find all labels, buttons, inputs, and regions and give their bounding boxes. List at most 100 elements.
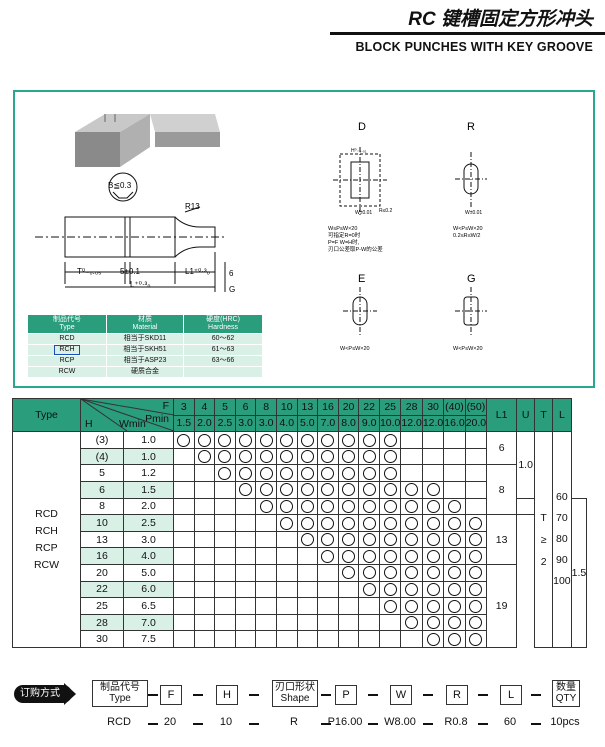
order-example-separator <box>320 723 331 725</box>
availability-cell <box>400 547 423 565</box>
availability-cell <box>400 563 423 582</box>
h-value: 25 <box>80 597 124 615</box>
available-mark <box>469 516 483 530</box>
available-mark <box>426 533 440 547</box>
l-text: 100 <box>553 575 571 588</box>
availability-cell <box>337 514 360 532</box>
available-mark <box>259 466 273 480</box>
availability-cell <box>275 431 298 449</box>
material-table: 制品代号 Type 材质 Material 硬度(HRC) Hardness R… <box>27 314 263 378</box>
availability-cell <box>358 563 380 582</box>
availability-cell <box>275 447 298 466</box>
available-mark <box>321 549 335 563</box>
mat-cell: 63～66 <box>183 355 263 367</box>
available-mark <box>321 533 335 547</box>
available-mark <box>426 616 440 630</box>
f-value: 25 <box>378 398 402 416</box>
l-text: 60 <box>556 491 568 504</box>
mat-cell <box>183 366 263 378</box>
rch-highlight: RCH <box>54 345 80 355</box>
availability-cell <box>337 447 360 466</box>
pmin-value: 16.0 <box>443 414 466 433</box>
availability-cell <box>337 530 360 549</box>
available-mark <box>362 433 376 447</box>
availability-cell <box>275 530 298 549</box>
l-text: 70 <box>556 512 568 525</box>
e-note: W<P≤W×20 <box>340 346 370 352</box>
availability-cell <box>337 547 360 565</box>
available-mark <box>447 616 461 630</box>
availability-cell <box>275 514 298 532</box>
available-mark <box>426 566 440 580</box>
availability-cell <box>358 597 380 615</box>
available-mark <box>300 466 314 480</box>
availability-cell <box>378 580 402 599</box>
availability-cell <box>378 447 402 466</box>
availability-cell <box>443 514 466 532</box>
availability-cell <box>464 530 488 549</box>
order-example: W8.00 <box>384 716 416 728</box>
availability-cell <box>443 580 466 599</box>
availability-cell <box>400 630 423 648</box>
availability-cell <box>421 447 445 466</box>
available-mark <box>280 450 294 464</box>
availability-cell <box>421 514 445 532</box>
available-mark <box>342 450 356 464</box>
available-mark <box>362 450 376 464</box>
available-mark <box>300 533 314 547</box>
availability-cell <box>296 630 319 648</box>
availability-cell <box>421 597 445 615</box>
availability-cell <box>358 431 380 449</box>
h-value: (3) <box>80 431 124 449</box>
pmin-value: 5.0 <box>296 414 319 433</box>
order-example-separator <box>367 723 378 725</box>
availability-cell <box>255 563 277 582</box>
available-mark <box>362 549 376 563</box>
w-value: 7.0 <box>123 613 174 632</box>
availability-cell <box>275 597 298 615</box>
header-t-label: T <box>534 397 554 433</box>
f-value: 28 <box>400 398 423 416</box>
availability-cell <box>214 431 236 449</box>
h-value: 16 <box>80 547 124 565</box>
availability-cell <box>173 431 195 449</box>
availability-cell <box>358 547 380 565</box>
f-value: 4 <box>193 398 216 416</box>
five-dim-label: 5±0.1 <box>120 267 141 276</box>
availability-cell <box>317 464 339 482</box>
r-shape-label: R <box>467 121 475 133</box>
mat-header-material: 材质 Material <box>106 314 184 334</box>
order-separator <box>320 694 331 696</box>
availability-cell <box>317 547 339 565</box>
title-cn: RC 键槽固定方形冲头 <box>408 9 593 30</box>
availability-cell <box>317 613 339 632</box>
available-mark <box>342 516 356 530</box>
title-en: BLOCK PUNCHES WITH KEY GROOVE <box>355 40 593 54</box>
availability-cell <box>421 530 445 549</box>
availability-cell <box>400 480 423 499</box>
pmin-label: Pmin <box>145 413 169 425</box>
available-mark <box>405 616 419 630</box>
availability-cell <box>173 630 195 648</box>
available-mark <box>197 433 211 447</box>
available-mark <box>259 500 273 514</box>
e-shape-label: E <box>358 273 365 285</box>
availability-cell <box>173 547 195 565</box>
availability-cell <box>443 480 466 499</box>
available-mark <box>280 466 294 480</box>
order-example: R <box>290 716 298 728</box>
availability-cell <box>358 530 380 549</box>
w-value: 5.0 <box>123 563 174 582</box>
availability-cell <box>214 530 236 549</box>
u-value: 1.5 <box>570 497 588 648</box>
availability-cell <box>234 431 257 449</box>
available-mark <box>300 483 314 497</box>
punch-drawings: B≦0.3 R13 T⁰₋₀.₀₅ 5±0.1 L1⁺⁰·³₀ L⁺⁰·³₀ <box>35 114 487 352</box>
pmin-value: 7.0 <box>317 414 339 433</box>
h-value: (4) <box>80 447 124 466</box>
available-mark <box>300 450 314 464</box>
availability-cell <box>358 630 380 648</box>
mat-cell: 硬质合金 <box>106 366 184 378</box>
type-code: RCP <box>35 541 58 554</box>
available-mark <box>218 450 232 464</box>
